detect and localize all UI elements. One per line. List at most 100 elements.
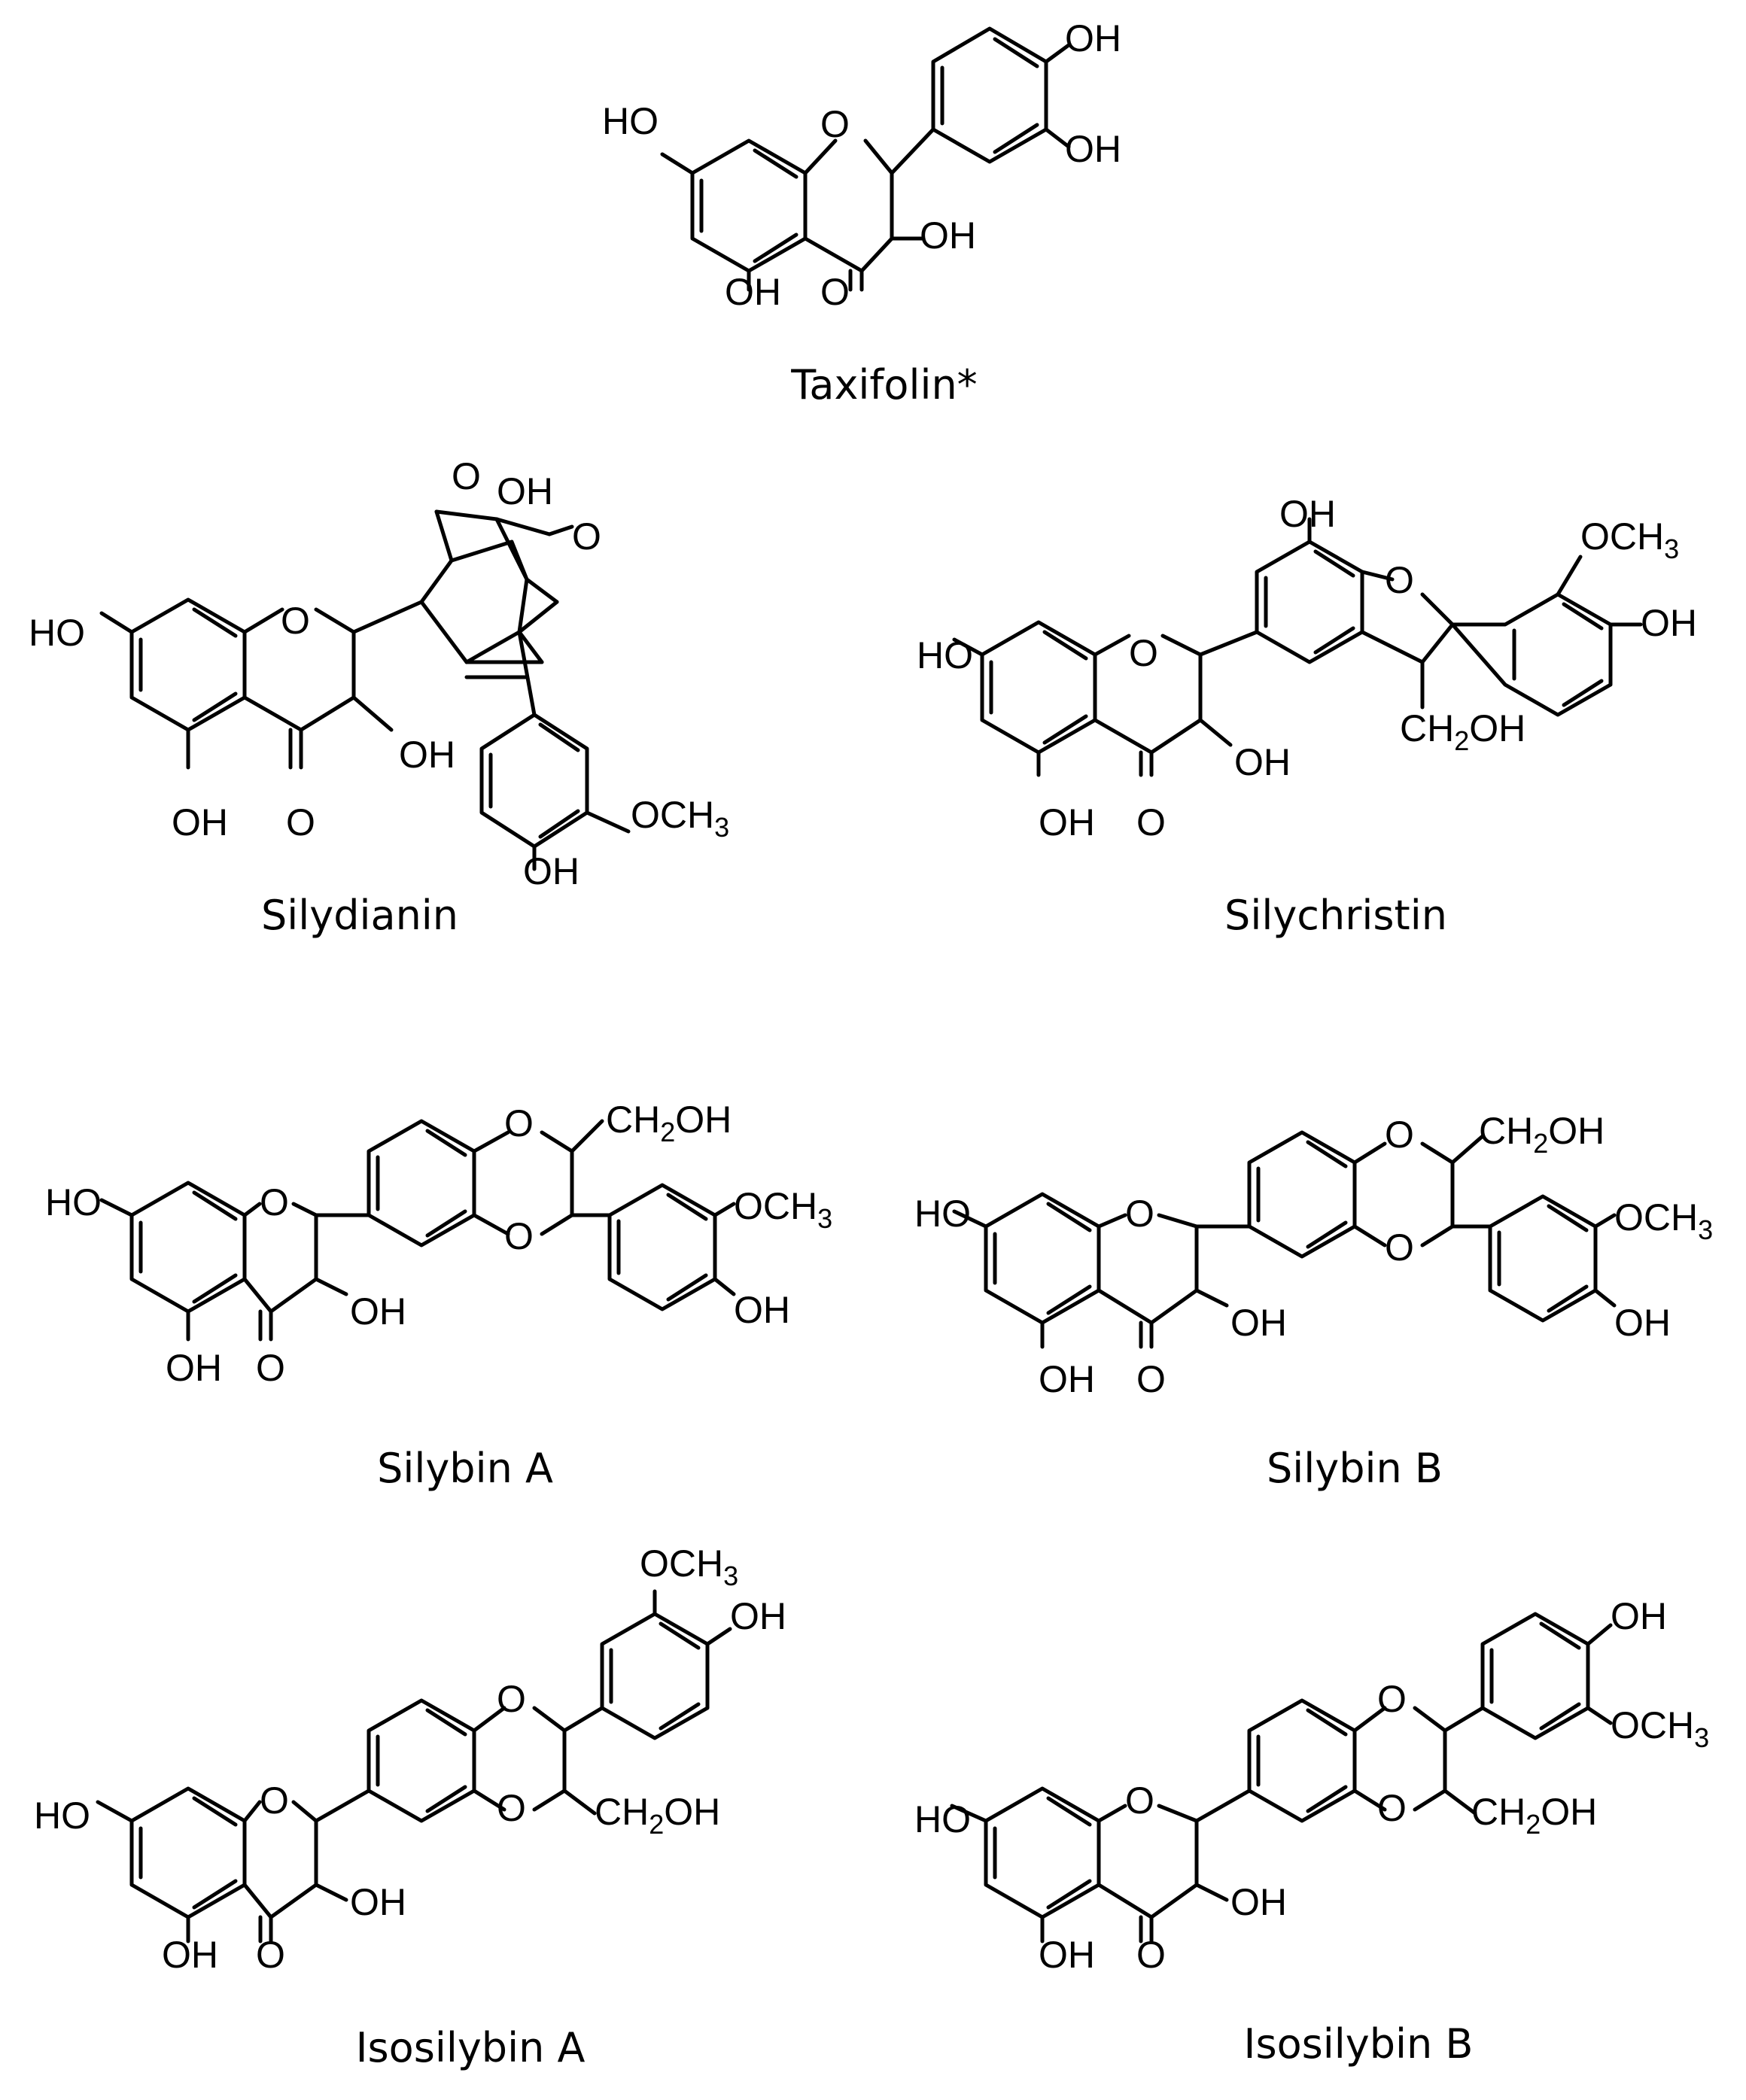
taxifolin-bring <box>660 26 1071 292</box>
isosilybin-a-cring <box>242 1800 348 1943</box>
caption-silybin-b: Silybin B <box>1267 1445 1443 1492</box>
silybin-b-benzodioxane <box>1194 1130 1492 1259</box>
isosilybin-b-o-top: O <box>1377 1678 1407 1720</box>
isosilybin-a-ho-7: HO <box>34 1795 90 1837</box>
silybin-b-ho-7: HO <box>914 1193 971 1235</box>
isosilybin-a-o-top: O <box>497 1678 526 1720</box>
isosilybin-b-oh-5: OH <box>1039 1934 1095 1976</box>
silybin-a-o-ring: O <box>260 1181 289 1223</box>
caption-isosilybin-a: Isosilybin A <box>355 2024 586 2071</box>
isosilybin-b-ho-7: HO <box>914 1798 971 1840</box>
taxifolin-ho-7: HO <box>602 100 659 142</box>
silydianin-oh-3: OH <box>399 734 455 776</box>
silychristin-o-4: O <box>1136 801 1166 843</box>
caption-isosilybin-b: Isosilybin B <box>1243 2020 1474 2068</box>
isosilybin-a-oh-5: OH <box>162 1934 218 1976</box>
silybin-a-och3: OCH3 <box>734 1185 832 1234</box>
isosilybin-a-o-ring: O <box>260 1779 289 1822</box>
isosilybin-a-benzodioxane <box>314 1698 604 1823</box>
silybin-a-oh-5: OH <box>166 1347 222 1389</box>
silybin-b-och3: OCH3 <box>1614 1196 1713 1245</box>
silydianin-o-bridge: O <box>452 455 481 497</box>
isosilybin-a-oh-4p: OH <box>730 1595 786 1637</box>
isosilybin-b-ch2oh: CH2OH <box>1471 1791 1597 1840</box>
silybin-a-o-bottom: O <box>504 1215 534 1257</box>
silychristin-oh-7p: OH <box>1279 493 1336 535</box>
silybin-a-aryl <box>607 1183 736 1311</box>
isosilybin-b-benzodioxane <box>1194 1698 1485 1823</box>
isosilybin-b-cring <box>1097 1804 1229 1943</box>
caption-silydianin: Silydianin <box>260 892 459 939</box>
silybin-b-o-top: O <box>1385 1114 1414 1156</box>
silybin-b-ch2oh: CH2OH <box>1479 1110 1605 1159</box>
silydianin-oh-5: OH <box>172 801 228 843</box>
isosilybin-a-ch2oh: CH2OH <box>595 1791 720 1840</box>
silydianin-o-ketone: O <box>572 515 601 558</box>
isosilybin-b-oh-3: OH <box>1230 1881 1287 1923</box>
taxifolin-o-ring: O <box>820 103 850 145</box>
silydianin-oh-4p: OH <box>523 850 579 892</box>
isosilybin-b-o-4: O <box>1136 1934 1166 1976</box>
silychristin-cring <box>1093 634 1233 777</box>
silydianin-bicyclic <box>351 509 574 679</box>
silybin-b-oh-4p: OH <box>1614 1302 1671 1344</box>
isosilybin-a-o-bottom: O <box>497 1787 526 1829</box>
isosilybin-b-aryl <box>1480 1612 1613 1740</box>
isosilybin-b-o-ring: O <box>1125 1779 1154 1822</box>
silybin-b-cring <box>1097 1213 1229 1349</box>
taxifolin-oh-3: OH <box>920 214 976 257</box>
isosilybin-b-o-bottom: O <box>1377 1787 1407 1829</box>
silybin-b-o-bottom: O <box>1385 1226 1414 1269</box>
silydianin-o-4: O <box>286 801 315 843</box>
silydianin-cring <box>242 607 394 770</box>
taxifolin-oh-5: OH <box>725 271 781 313</box>
silybin-b-o-ring: O <box>1125 1193 1154 1235</box>
isosilybin-a-oh-3: OH <box>350 1881 406 1923</box>
taxifolin-o-4: O <box>820 271 850 313</box>
silydianin-aryl <box>479 630 631 871</box>
silybin-a-oh-4p: OH <box>734 1289 790 1331</box>
silychristin-o-ring: O <box>1129 632 1158 674</box>
taxifolin-cring <box>803 138 924 292</box>
silybin-b-oh-3: OH <box>1230 1302 1287 1344</box>
silychristin-oh-5: OH <box>1039 801 1095 843</box>
isosilybin-b-aring <box>950 1786 1101 1943</box>
silydianin-oh-bridge: OH <box>497 470 553 512</box>
silychristin-aryl <box>1450 555 1643 717</box>
silybin-a-cring <box>242 1202 348 1342</box>
isosilybin-b-oh-4p: OH <box>1611 1595 1667 1637</box>
isosilybin-a-o-4: O <box>256 1934 285 1976</box>
silybin-b-o-4: O <box>1136 1358 1166 1400</box>
silychristin-o-furan: O <box>1385 559 1414 601</box>
silychristin-oh-4p: OH <box>1641 602 1697 644</box>
isosilybin-b-och3: OCH3 <box>1611 1704 1709 1753</box>
silybin-a-ch2oh: CH2OH <box>606 1099 732 1147</box>
silybin-a-oh-3: OH <box>350 1290 406 1333</box>
caption-taxifolin: Taxifolin* <box>791 361 978 409</box>
silychristin-ch2oh: CH2OH <box>1400 707 1525 756</box>
silybin-a-o-4: O <box>256 1347 285 1389</box>
caption-silychristin: Silychristin <box>1224 892 1447 939</box>
isosilybin-a-aryl <box>600 1589 732 1740</box>
silydianin-o-ring: O <box>281 600 310 642</box>
silybin-a-ho-7: HO <box>45 1181 102 1223</box>
silychristin-ho-7: HO <box>917 634 973 676</box>
caption-silybin-a: Silybin A <box>377 1445 553 1492</box>
silybin-b-oh-5: OH <box>1039 1358 1095 1400</box>
silydianin-ho-7: HO <box>29 612 85 654</box>
silychristin-benzofuran <box>1198 517 1455 710</box>
silychristin-och3: OCH3 <box>1580 515 1679 564</box>
silybin-a-benzodioxane <box>314 1119 612 1248</box>
silychristin-oh-3: OH <box>1234 741 1291 783</box>
isosilybin-a-och3: OCH3 <box>640 1542 738 1591</box>
silybin-a-o-top: O <box>504 1102 534 1144</box>
taxifolin-oh-3p: OH <box>1065 128 1121 170</box>
